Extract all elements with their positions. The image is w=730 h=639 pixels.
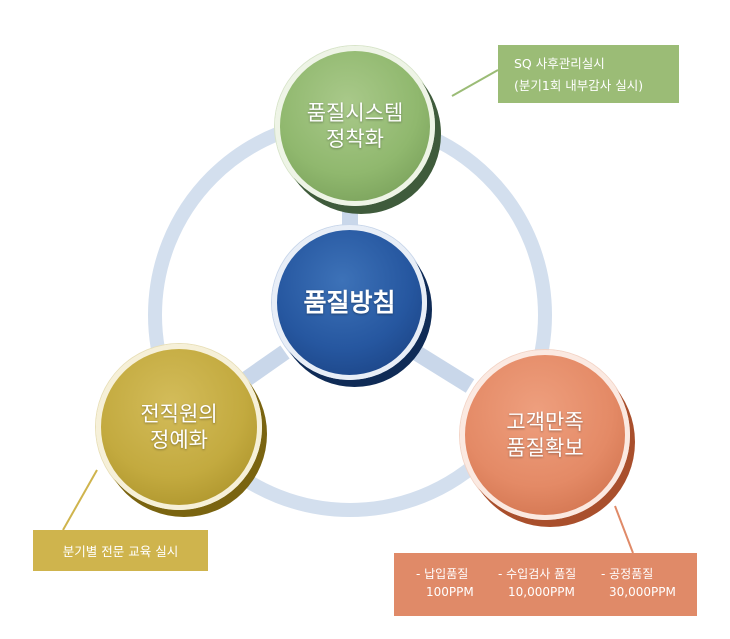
node-right-line2: 품질확보 — [506, 436, 584, 460]
callout-sq-followup: SQ 사후관리실시 (분기1회 내부감사 실시) — [498, 45, 679, 103]
callout-top-line1: SQ 사후관리실시 — [514, 56, 605, 71]
spoke-right — [407, 343, 475, 393]
customer-satisfaction-node: 고객만족 품질확보 — [460, 350, 630, 520]
center-label: 품질방침 — [303, 287, 396, 317]
callout-left-text: 분기별 전문 교육 실시 — [62, 544, 179, 559]
quality-policy-node: 품질방침 — [272, 225, 427, 380]
metric-value: 30,000PPM — [609, 585, 676, 599]
metric-value: 10,000PPM — [508, 585, 575, 599]
node-top-line2: 정착화 — [326, 127, 384, 151]
node-right-line1: 고객만족 — [506, 409, 584, 434]
callout-top-line2: (분기1회 내부감사 실시) — [514, 78, 644, 93]
connector-top — [451, 69, 499, 97]
node-left-line2: 정예화 — [150, 428, 208, 452]
node-left-line1: 전직원의 — [140, 401, 218, 426]
connector-left — [62, 469, 98, 531]
quality-system-node: 품질시스템 정착화 — [275, 46, 435, 206]
metric-value: 100PPM — [426, 585, 474, 599]
metric-label: - 수입검사 품질 — [498, 567, 577, 581]
metric-incoming-inspection: - 수입검사 품질 10,000PPM — [498, 565, 576, 601]
staff-elite-node: 전직원의 정예화 — [96, 344, 262, 510]
callout-quality-metrics: - 납입품질 100PPM - 수입검사 품질 10,000PPM - 공정품질… — [394, 553, 697, 616]
callout-training: 분기별 전문 교육 실시 — [33, 530, 208, 571]
connector-right — [614, 505, 634, 554]
metric-delivery-quality: - 납입품질 100PPM — [416, 565, 474, 601]
node-top-line1: 품질시스템 — [306, 100, 404, 125]
metric-label: - 납입품질 — [416, 567, 469, 581]
spoke-left — [240, 345, 290, 387]
metric-label: - 공정품질 — [601, 567, 654, 581]
metric-process-quality: - 공정품질 30,000PPM — [601, 565, 676, 601]
